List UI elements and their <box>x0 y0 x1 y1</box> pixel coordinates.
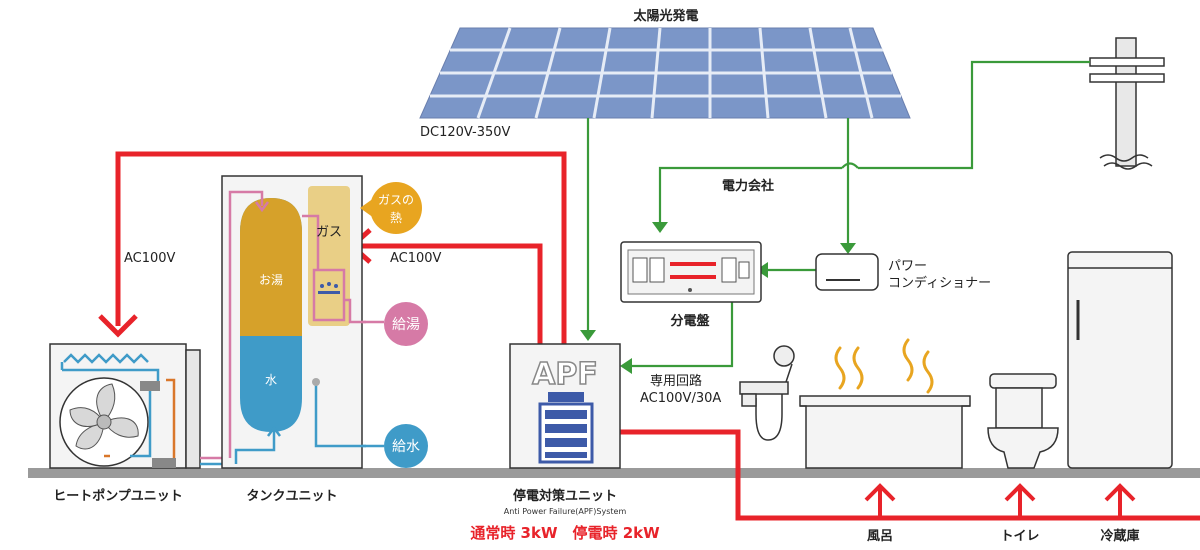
steam-icon <box>834 338 934 394</box>
hot-water-supply-label: 給湯 <box>392 316 420 333</box>
connecting-pipes <box>200 456 222 466</box>
power-company-label: 電力会社 <box>722 178 774 194</box>
distribution-board-label: 分電盤 <box>670 313 710 329</box>
coil-zigzag <box>63 353 149 364</box>
dedicated-circuit-label-1: 専用回路 <box>650 373 702 389</box>
toilet-icon <box>987 373 1059 469</box>
heat-pump-unit <box>49 343 201 469</box>
bath-label: 風呂 <box>867 529 893 544</box>
ground-line <box>28 468 1200 478</box>
water-supply-badge <box>362 424 428 468</box>
solar-panel <box>419 27 911 119</box>
ac100v-mid-label: AC100V <box>390 251 442 266</box>
bathtub-icon <box>799 395 971 469</box>
apf-unit <box>509 343 621 469</box>
dc-voltage-label: DC120V-350V <box>420 125 511 140</box>
red-power-lines <box>115 151 1200 521</box>
apf-unit-label: 停電対策ユニット <box>513 488 617 504</box>
apf-logo: APF <box>532 357 598 392</box>
dedicated-circuit-label-2: AC100V/30A <box>640 391 721 406</box>
apf-system-label: Anti Power Failure(APF)System <box>504 507 627 516</box>
utility-pole <box>1089 37 1165 170</box>
heat-pump-unit-label: ヒートポンプユニット <box>53 488 183 504</box>
red-arrows-appliances <box>864 483 1136 518</box>
red-arrow-heatpump <box>98 314 138 338</box>
capacity-label: 通常時 3kW 停電時 2kW <box>470 524 660 542</box>
power-conditioner <box>815 253 879 291</box>
water-label: 水 <box>265 373 277 387</box>
gas-label: ガス <box>316 225 342 240</box>
tank-unit <box>221 175 366 469</box>
gas-heat-label-1: ガスの <box>378 193 414 207</box>
shower-icon <box>739 345 795 441</box>
green-power-lines <box>580 60 1090 374</box>
refrigerator-icon <box>1067 251 1173 469</box>
power-conditioner-label-1: パワー <box>888 259 927 274</box>
gas-heat-bubble <box>360 182 422 234</box>
fridge-label: 冷蔵庫 <box>1100 528 1139 544</box>
gas-heat-label-2: 熱 <box>390 211 402 225</box>
power-conditioner-label-2: コンディショナー <box>888 275 991 291</box>
water-supply-label: 給水 <box>392 439 420 455</box>
hot-water-label: お湯 <box>259 273 283 287</box>
ac100v-left-label: AC100V <box>124 251 176 266</box>
toilet-label: トイレ <box>1000 529 1039 544</box>
tank-unit-label: タンクユニット <box>246 489 337 504</box>
distribution-board <box>620 241 762 303</box>
solar-label: 太陽光発電 <box>632 8 698 24</box>
hot-water-supply-badge <box>362 302 428 346</box>
